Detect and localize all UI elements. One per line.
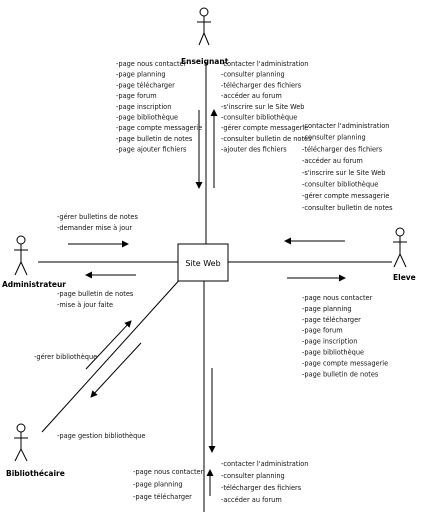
message-label: -page compte messagerie <box>302 359 388 367</box>
message-label: -consulter bibliothèque <box>302 181 378 189</box>
stick-figure-icon <box>14 423 28 462</box>
message-label: -consulter bulletin de notes <box>221 135 312 143</box>
message-label: -page planning <box>133 481 183 489</box>
message-list-bottom-pages: -page nous contacter -page planning -page … <box>133 468 204 501</box>
message-label: -page compte messagerie <box>116 124 202 132</box>
message-label: -mise à jour faite <box>57 301 113 309</box>
message-label: -page gestion bibliothèque <box>57 432 146 440</box>
message-label: -gérer bulletins de notes <box>57 213 138 221</box>
message-label: -consulter bulletin de notes <box>302 204 393 212</box>
actor-bibliothecaire: Bibliothécaire <box>6 423 65 478</box>
message-label: -page planning <box>116 71 166 79</box>
message-label: -page inscription <box>116 103 171 111</box>
message-label: -page ajouter fichiers <box>116 146 187 154</box>
message-label: -page télécharger <box>302 316 361 324</box>
message-label: -gérer compte messagerie <box>221 124 308 132</box>
message-label: -accéder au forum <box>221 92 282 100</box>
message-label: -demander mise à jour <box>57 224 132 232</box>
actor-eleve: Eleve <box>393 227 416 282</box>
message-label: -contacter l'administration <box>221 60 308 68</box>
message-label: -accéder au forum <box>302 157 363 165</box>
message-label: -consulter bibliothèque <box>221 114 297 122</box>
arrow-biblio-to-site <box>85 320 132 370</box>
message-label: -page bulletin de notes <box>302 370 379 378</box>
message-label: -page nous contacter <box>133 468 204 476</box>
message-label: -ajouter des fichiers <box>221 146 287 154</box>
message-label: -s'inscrire sur le Site Web <box>302 169 386 177</box>
message-label: -page bibliothèque <box>116 114 178 122</box>
message-label: -page bulletin de notes <box>116 135 193 143</box>
message-label: -page nous contacter <box>116 60 187 68</box>
actor-enseignant: Enseignant <box>181 7 229 66</box>
message-label: -page forum <box>116 92 157 100</box>
message-label: -page bulletin de notes <box>57 290 134 298</box>
message-label: -consulter planning <box>221 472 285 480</box>
message-label: -consulter planning <box>221 71 285 79</box>
message-list-enseignant-pages: -page nous contacter -page planning -page … <box>116 60 202 154</box>
actor-name: Bibliothécaire <box>6 469 65 478</box>
actor-name: Enseignant <box>181 57 229 66</box>
message-label: -page nous contacter <box>302 294 373 302</box>
message-list-admin-actions: -gérer bulletins de notes -demander mise … <box>57 213 138 232</box>
message-label: -page télécharger <box>116 81 175 89</box>
message-label: -s'inscrire sur le Site Web <box>221 103 305 111</box>
arrow-site-to-biblio <box>90 342 142 398</box>
message-label: -page bibliothèque <box>302 349 364 357</box>
link-bibliothecaire <box>41 275 184 433</box>
site-web-node: Site Web <box>177 243 229 282</box>
message-list-eleve-actions: -contacter l'administration -consulter pl… <box>302 122 393 212</box>
message-label: -page télécharger <box>133 493 192 501</box>
actor-administrateur: Administrateur <box>2 235 66 289</box>
message-list-enseignant-actions: -contacter l'administration -consulter pl… <box>221 60 312 154</box>
message-label: -contacter l'administration <box>221 460 308 468</box>
message-label: -gérer bibliothèque <box>34 353 97 361</box>
actor-name: Eleve <box>393 273 416 282</box>
message-label: -consulter planning <box>302 134 366 142</box>
message-label: -gérer compte messagerie <box>302 192 389 200</box>
message-list-biblio-action: -gérer bibliothèque <box>34 353 97 361</box>
stick-figure-icon <box>197 7 211 46</box>
actor-name: Administrateur <box>2 280 66 289</box>
message-label: -télécharger des fichiers <box>221 484 302 492</box>
stick-figure-icon <box>14 235 28 276</box>
message-label: -page forum <box>302 327 343 335</box>
stick-figure-icon <box>393 227 407 268</box>
message-list-admin-pages: -page bulletin de notes -mise à jour fait… <box>57 290 134 309</box>
message-label: -télécharger des fichiers <box>302 145 383 153</box>
message-label: -page inscription <box>302 338 357 346</box>
message-list-bottom-actions: -contacter l'administration -consulter pl… <box>221 460 308 504</box>
message-list-biblio-page: -page gestion bibliothèque <box>57 432 146 440</box>
message-label: -accéder au forum <box>221 496 282 504</box>
message-label: -page planning <box>302 305 352 313</box>
message-label: -contacter l'administration <box>302 122 389 130</box>
message-label: -télécharger des fichiers <box>221 81 302 89</box>
site-web-label: Site Web <box>185 259 220 268</box>
message-list-eleve-pages: -page nous contacter -page planning -page … <box>302 294 388 378</box>
